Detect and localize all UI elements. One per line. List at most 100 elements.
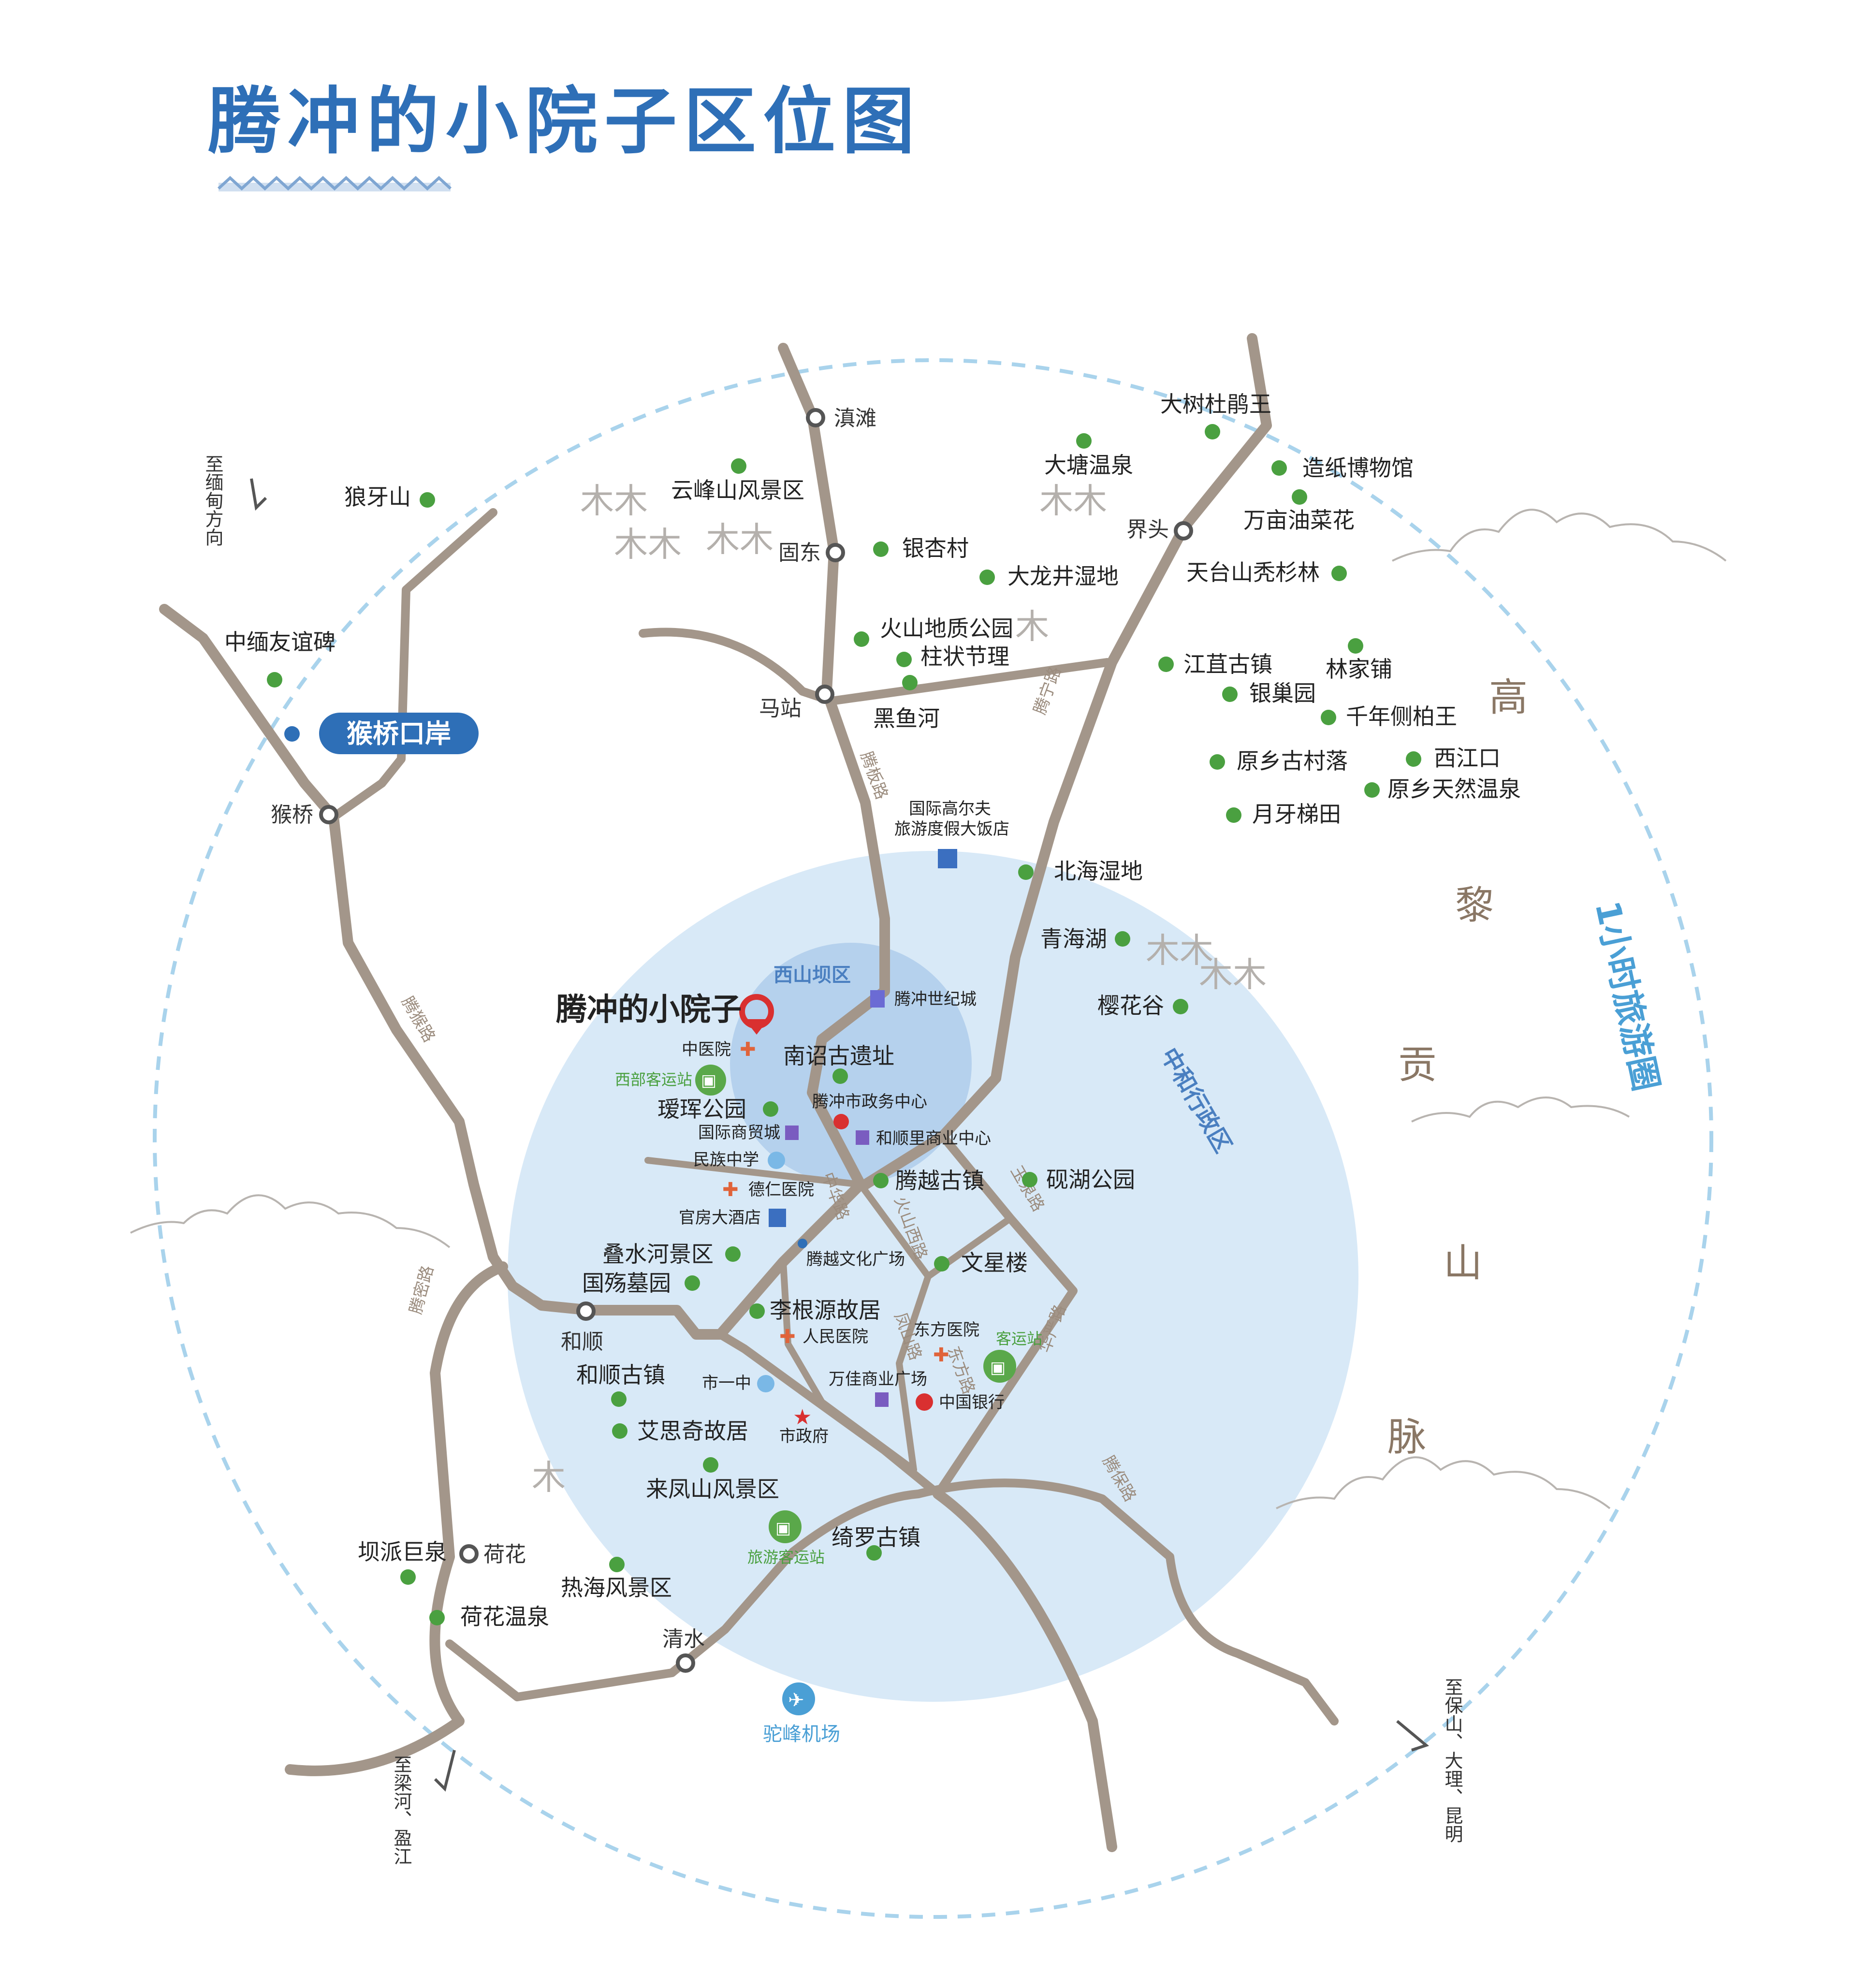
- scenic-dot: [1292, 489, 1307, 505]
- scenic-label: 江苴古镇: [1183, 651, 1272, 677]
- town-label: 滇滩: [834, 406, 876, 431]
- town-node: [676, 1653, 695, 1673]
- scenic-label: 大龙井湿地: [1007, 563, 1119, 589]
- scenic-dots: [267, 424, 1421, 1625]
- town-label: 和顺: [561, 1330, 603, 1354]
- mountain-range-char: 贡: [1398, 1042, 1437, 1087]
- scenic-label: 李根源故居: [770, 1297, 881, 1323]
- scenic-label: 柱状节理: [920, 643, 1009, 670]
- hospital-cross-icon: ✚: [722, 1179, 739, 1201]
- hospital-cross-icon: ✚: [779, 1326, 796, 1348]
- scenic-dot: [902, 675, 918, 690]
- tourist-station-label: 旅游客运站: [747, 1548, 825, 1566]
- scenic-dot: [1210, 754, 1225, 770]
- scenic-dot: [612, 1423, 628, 1439]
- scenic-dot: [1115, 931, 1130, 947]
- school-no1-label: 市一中: [702, 1374, 751, 1393]
- town-node: [459, 1544, 479, 1564]
- scenic-label: 大树杜鹃王: [1160, 391, 1271, 417]
- bus-station-icon: [983, 1350, 1016, 1383]
- scenic-label: 文星楼: [961, 1250, 1028, 1276]
- port-badge[interactable]: 猴桥口岸: [284, 713, 479, 754]
- scenic-dot: [854, 631, 869, 647]
- arrow-icon: [250, 478, 267, 511]
- scenic-dot: [1271, 460, 1287, 476]
- gov-center-label: 腾冲市政务中心: [812, 1092, 927, 1111]
- scenic-label: 银杏村: [902, 535, 969, 561]
- scenic-dot: [896, 652, 912, 667]
- dongfang-hospital-label: 东方医院: [914, 1320, 979, 1340]
- one-hour-ring: [153, 358, 1713, 1919]
- scenic-dot: [1022, 1172, 1037, 1187]
- svg-text:⽊⽊: ⽊⽊: [1146, 931, 1213, 970]
- scenic-label: 艾思奇故居: [637, 1418, 748, 1444]
- scenic-label: 银巢园: [1249, 680, 1316, 706]
- hospital-cross-icon: ✚: [933, 1344, 949, 1366]
- mountain-decoration: [130, 509, 1727, 1509]
- scenic-dot: [1222, 687, 1238, 702]
- svg-text:⽊⽊: ⽊⽊: [580, 481, 648, 521]
- scenic-dot: [934, 1256, 949, 1272]
- scenic-label: 黑鱼河: [873, 705, 940, 731]
- one-hour-ring-label: 1小时旅游圈: [1587, 897, 1666, 1094]
- town-nodes: [319, 408, 1193, 1673]
- heshunli-label: 和顺里商业中心: [876, 1129, 991, 1148]
- poi-dot: [798, 1239, 807, 1248]
- intl-mall-label: 国际商贸城: [698, 1123, 780, 1142]
- scenic-dot: [1205, 424, 1220, 439]
- scenic-label: 热海风景区: [561, 1575, 672, 1601]
- scenic-label: 砚湖公园: [1046, 1167, 1135, 1193]
- shopping-bag-icon: [856, 1130, 869, 1145]
- scenic-label: 云峰山风景区: [671, 477, 804, 503]
- scenic-label: 荷花温泉: [460, 1604, 549, 1630]
- xishanba-label: 西山坝区: [773, 964, 851, 986]
- shopping-bag-icon: [875, 1392, 889, 1407]
- school-icon: [757, 1375, 774, 1392]
- guanfang-hotel-label: 官房大酒店: [679, 1208, 761, 1228]
- direction-myanmar: 至缅甸方向: [202, 454, 223, 546]
- scenic-dot: [1321, 710, 1336, 725]
- scenic-label: 樱花谷: [1097, 993, 1164, 1019]
- star-icon: ★: [793, 1405, 812, 1430]
- town-node: [806, 408, 825, 427]
- port-dot: [284, 726, 300, 742]
- scenic-label: 叠水河景区: [602, 1241, 714, 1267]
- bus-station-icon: [769, 1510, 802, 1543]
- wanjia-label: 万佳商业广场: [829, 1370, 927, 1389]
- mountain-range-char: 山: [1444, 1241, 1482, 1286]
- svg-text:⽊⽊: ⽊⽊: [614, 525, 682, 564]
- mountain-range-char: 黎: [1455, 883, 1494, 928]
- airport-icon: [782, 1682, 815, 1715]
- scenic-dot: [749, 1303, 765, 1319]
- page-title: 腾冲的小院子区位图: [208, 80, 922, 164]
- city-gov-label: 市政府: [779, 1427, 829, 1446]
- scenic-label: 火山地质公园: [880, 615, 1013, 642]
- scenic-dot: [1406, 751, 1421, 767]
- svg-text:⽊: ⽊: [1015, 607, 1049, 646]
- scenic-dot: [763, 1101, 778, 1117]
- svg-text:▣: ▣: [775, 1519, 791, 1538]
- tree-icon: ⽊⽊ ⽊⽊ ⽊⽊ ⽊⽊ ⽊ ⽊⽊ ⽊⽊ ⽊: [532, 481, 1267, 1497]
- town-label: 固东: [778, 541, 821, 565]
- scenic-label: 中缅友谊碑: [224, 629, 336, 655]
- direction-baoshan: 至保山、大理、昆明: [1442, 1678, 1463, 1843]
- scenic-label: 来凤山风景区: [646, 1476, 779, 1502]
- building-icon: [870, 990, 885, 1008]
- scenic-dot: [1173, 999, 1188, 1014]
- minzu-school-label: 民族中学: [693, 1150, 759, 1169]
- scenic-dot: [429, 1610, 445, 1625]
- scenic-dot: [873, 541, 889, 557]
- hospital-cross-icon: ✚: [740, 1038, 756, 1061]
- town-node: [1174, 521, 1193, 541]
- gov-center-dot: [833, 1114, 849, 1129]
- arrow-icon: [434, 1750, 456, 1792]
- scenic-dot: [1226, 807, 1241, 823]
- highlight-marker[interactable]: 腾冲的小院子: [556, 974, 774, 1035]
- scenic-dot: [1158, 657, 1174, 672]
- town-node: [826, 543, 845, 562]
- scenic-label: 南诏古遗址: [783, 1043, 894, 1069]
- golf-label-line1: 国际高尔夫: [909, 799, 991, 819]
- roads: [159, 333, 1339, 1852]
- title-wave-decoration: [217, 175, 452, 191]
- scenic-dot: [866, 1545, 882, 1561]
